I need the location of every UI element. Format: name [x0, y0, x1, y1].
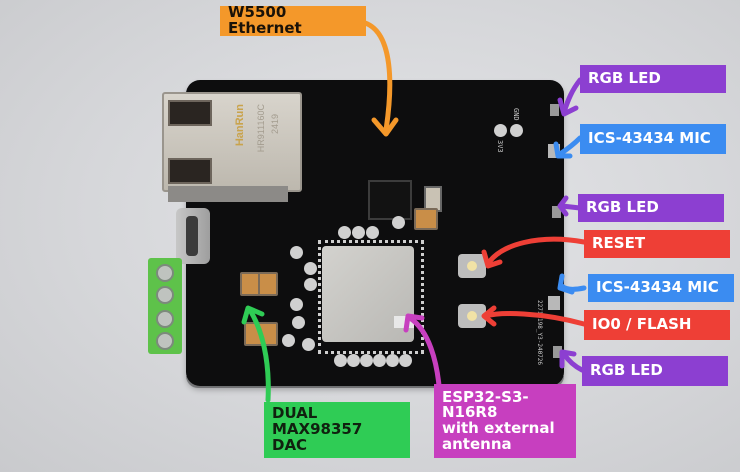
header-pad — [360, 354, 373, 367]
arrow-mic-top-head — [553, 141, 573, 159]
rgb-led-part — [553, 346, 562, 358]
label-rgb-led-mid: RGB LED — [578, 194, 724, 222]
arrow-io0-head — [481, 305, 497, 327]
reset-button[interactable] — [458, 254, 486, 278]
arrow-dac — [247, 307, 271, 403]
arrow-reset-head — [481, 249, 503, 269]
arrow-rgb-top-head — [557, 97, 579, 117]
header-pad — [290, 298, 303, 311]
capacitor — [414, 208, 438, 230]
header-pad — [352, 226, 365, 239]
terminal-screw — [156, 332, 174, 350]
terminal-screw — [156, 310, 174, 328]
header-pad — [338, 226, 351, 239]
label-rgb-led-top: RGB LED — [580, 65, 726, 93]
arrow-rgb-bottom — [561, 351, 585, 373]
label-dac-line2: DAC — [272, 435, 308, 454]
capacitor — [258, 272, 278, 296]
label-reset: RESET — [584, 230, 730, 258]
label-esp32-s3: ESP32-S3-N16R8 with external antenna — [434, 384, 576, 458]
screw-terminal-block — [148, 258, 182, 354]
label-rgb-led-bottom: RGB LED — [582, 356, 728, 386]
silk-gnd: GND — [512, 108, 520, 121]
arrow-w5500 — [359, 19, 393, 133]
label-w5500-ethernet: W5500 Ethernet — [220, 4, 366, 36]
label-mic-bottom: ICS-43434 MIC — [588, 274, 734, 302]
label-esp32-line3: antenna — [442, 434, 512, 453]
header-pad — [334, 354, 347, 367]
label-esp32-line2: with external — [442, 419, 555, 437]
label-dual-max98357-dac: DUAL MAX98357 DAC — [264, 402, 410, 458]
arrow-w5500-head — [371, 117, 399, 137]
label-dac-line1: DUAL MAX98357 — [272, 404, 363, 439]
arrow-mic-top — [557, 135, 583, 157]
header-pad — [392, 216, 405, 229]
label-io0-flash: IO0 / FLASH — [584, 310, 730, 340]
usb-c-port — [176, 208, 210, 264]
terminal-screw — [156, 264, 174, 282]
header-pad — [399, 354, 412, 367]
label-mic-top: ICS-43434 MIC — [580, 124, 726, 154]
arrow-rgb-mid-head — [557, 195, 569, 217]
arrow-esp32-head — [403, 313, 425, 333]
header-pad — [302, 338, 315, 351]
arrow-mic-bottom-head — [557, 273, 575, 295]
arrow-rgb-bottom-head — [559, 349, 577, 369]
header-pad — [282, 334, 295, 347]
boot-button[interactable] — [458, 304, 486, 328]
arrow-dac-head — [241, 305, 265, 325]
arrow-reset — [485, 236, 587, 267]
header-pad — [386, 354, 399, 367]
header-pad — [494, 124, 507, 137]
esp32-pad-ring — [318, 240, 424, 354]
header-pad — [510, 124, 523, 137]
rgb-led-part — [552, 206, 561, 218]
header-pad — [290, 246, 303, 259]
rj45-base — [168, 186, 288, 202]
label-esp32-line1: ESP32-S3-N16R8 — [442, 387, 529, 422]
silk-3v3: 3V3 — [496, 140, 504, 153]
silk-board-id: 22716198_Y3-240726 — [536, 300, 543, 366]
rj45-led-window — [168, 158, 212, 184]
header-pad — [292, 316, 305, 329]
terminal-screw — [156, 286, 174, 304]
arrow-io0 — [483, 311, 587, 327]
header-pad — [304, 262, 317, 275]
rgb-led-part — [550, 104, 559, 116]
header-pad — [347, 354, 360, 367]
header-pad — [373, 354, 386, 367]
rj45-led-window — [168, 100, 212, 126]
mic-part — [548, 296, 560, 310]
header-pad — [366, 226, 379, 239]
rj45-ethernet-jack: HanRun HR911160C 2419 — [162, 92, 302, 192]
w5500-chip — [368, 180, 412, 220]
header-pad — [304, 278, 317, 291]
arrow-rgb-mid — [559, 203, 583, 211]
